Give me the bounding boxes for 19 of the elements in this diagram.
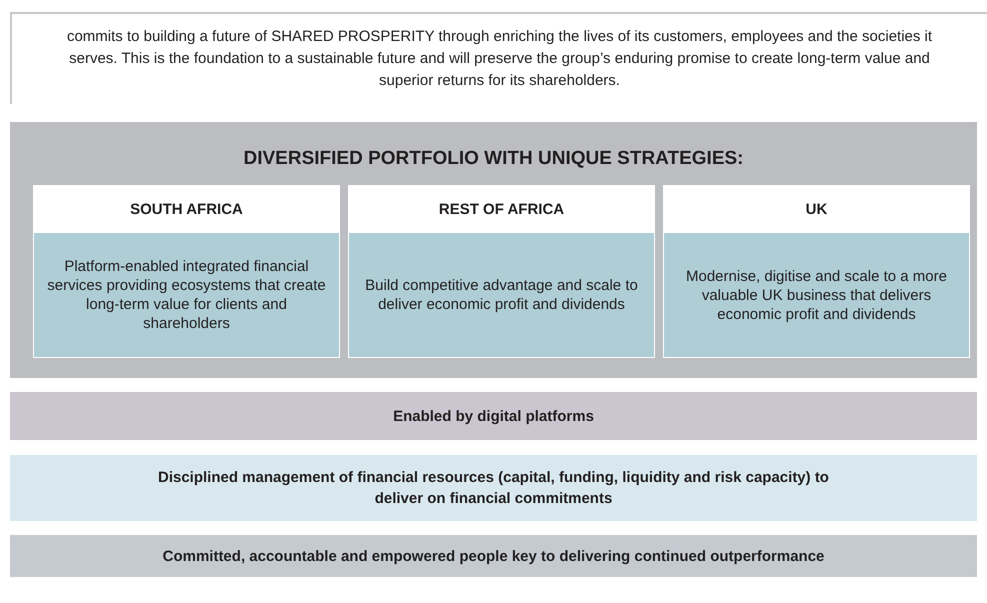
band-text: Disciplined management of financial resources (capital, funding, liquidity and risk capacity) to deliver on financial commitments [157, 468, 830, 509]
region-card [663, 185, 970, 358]
strategy-text: Build competitive advantage and scale to deliver economic profit and dividends [364, 276, 639, 314]
panel-heading: DIVERSIFIED PORTFOLIO WITH UNIQUE STRATEGIES: [242, 148, 744, 170]
region-heading: UK [804, 200, 828, 220]
foundation-band [10, 392, 977, 440]
region-card [33, 185, 340, 358]
band-text: Enabled by digital platforms [393, 406, 594, 426]
statement-box [10, 12, 987, 104]
foundation-band [10, 455, 977, 521]
portfolio-panel [10, 122, 977, 378]
band-text: Committed, accountable and empowered people key to delivering continued outperformance [162, 546, 824, 566]
region-heading: REST OF AFRICA [438, 200, 566, 220]
region-heading: SOUTH AFRICA [129, 200, 244, 220]
region-card [348, 185, 655, 358]
strategy-text: Platform-enabled integrated financial services providing ecosystems that create long-term value for clients and shareholders [46, 257, 327, 333]
strategy-text: Modernise, digitise and scale to a more valuable UK business that delivers economic profit and dividends [685, 266, 948, 324]
foundation-band [10, 535, 977, 577]
statement-text: commits to building a future of SHARED PROSPERITY through enriching the lives of its customers, employees and the societies it serves. This is the foundation to a sustainable future and will preserve the group’s enduring promise to create long-term value and superior returns for its shareholders. [66, 27, 934, 91]
